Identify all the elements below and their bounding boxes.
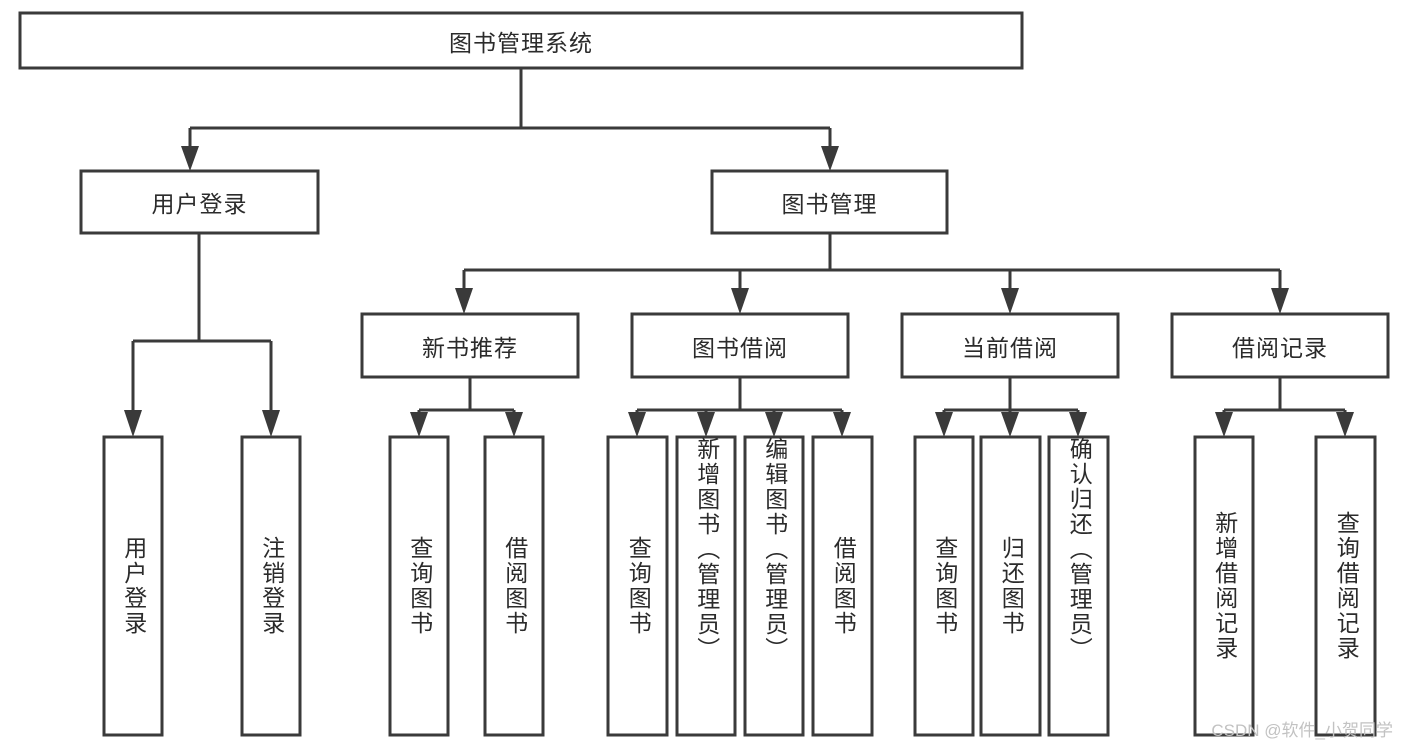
arrow-to-leaf-confirm-return <box>1069 412 1087 437</box>
node-book-management[interactable] <box>710 169 949 235</box>
arrow-to-leaf-return-book <box>1001 412 1019 437</box>
node-borrow-record[interactable] <box>1170 312 1390 379</box>
arrow-to-leaf-add-book <box>697 412 715 437</box>
node-leaf-confirm-return-admin[interactable] <box>1047 435 1110 737</box>
arrow-to-user-login <box>181 146 199 171</box>
node-leaf-add-borrow-record[interactable] <box>1193 435 1255 737</box>
edge-group-book-borrow-to-leaves <box>628 377 851 437</box>
node-user-login[interactable] <box>79 169 320 235</box>
arrow-to-leaf-logout <box>262 410 280 437</box>
node-leaf-query-book-b[interactable] <box>606 435 669 737</box>
node-root-book-management-system[interactable] <box>18 11 1024 70</box>
arrow-to-book-mgmt <box>821 146 839 171</box>
node-leaf-query-book-a[interactable] <box>388 435 450 737</box>
edge-group-borrow-record-to-leaves <box>1215 377 1354 437</box>
edge-group-book-mgmt-to-level2 <box>455 233 1289 314</box>
arrow-to-leaf-query-book-a <box>410 412 428 437</box>
edge-group-current-borrow-to-leaves <box>935 377 1087 437</box>
arrow-to-new-book-rec <box>455 288 473 314</box>
arrow-to-leaf-borrow-book-b <box>833 412 851 437</box>
node-leaf-borrow-book-b[interactable] <box>811 435 874 737</box>
edge-group-user-login-to-leaves <box>124 233 280 437</box>
arrow-to-leaf-edit-book <box>765 412 783 437</box>
node-new-book-recommend[interactable] <box>360 312 580 379</box>
node-leaf-query-book-c[interactable] <box>913 435 975 737</box>
arrow-to-leaf-borrow-book-a <box>505 412 523 437</box>
node-leaf-borrow-book-a[interactable] <box>483 435 545 737</box>
arrow-to-borrow-record <box>1271 288 1289 314</box>
node-leaf-add-book-admin[interactable] <box>675 435 737 737</box>
edge-group-new-book-rec-to-leaves <box>410 377 523 437</box>
node-leaf-logout[interactable] <box>240 435 302 737</box>
node-book-borrow[interactable] <box>630 312 850 379</box>
arrow-to-leaf-add-record <box>1215 412 1233 437</box>
arrow-to-leaf-query-record <box>1336 412 1354 437</box>
arrow-to-leaf-query-book-b <box>628 412 646 437</box>
arrow-to-current-borrow <box>1001 288 1019 314</box>
node-leaf-edit-book-admin[interactable] <box>743 435 805 737</box>
node-leaf-query-borrow-record[interactable] <box>1314 435 1377 737</box>
arrow-to-leaf-query-book-c <box>935 412 953 437</box>
arrow-to-book-borrow <box>731 288 749 314</box>
node-current-borrow[interactable] <box>900 312 1120 379</box>
node-leaf-user-login[interactable] <box>102 435 164 737</box>
arrow-to-leaf-user-login <box>124 410 142 437</box>
edge-group-root-to-level1 <box>181 68 839 171</box>
node-leaf-return-book[interactable] <box>979 435 1042 737</box>
